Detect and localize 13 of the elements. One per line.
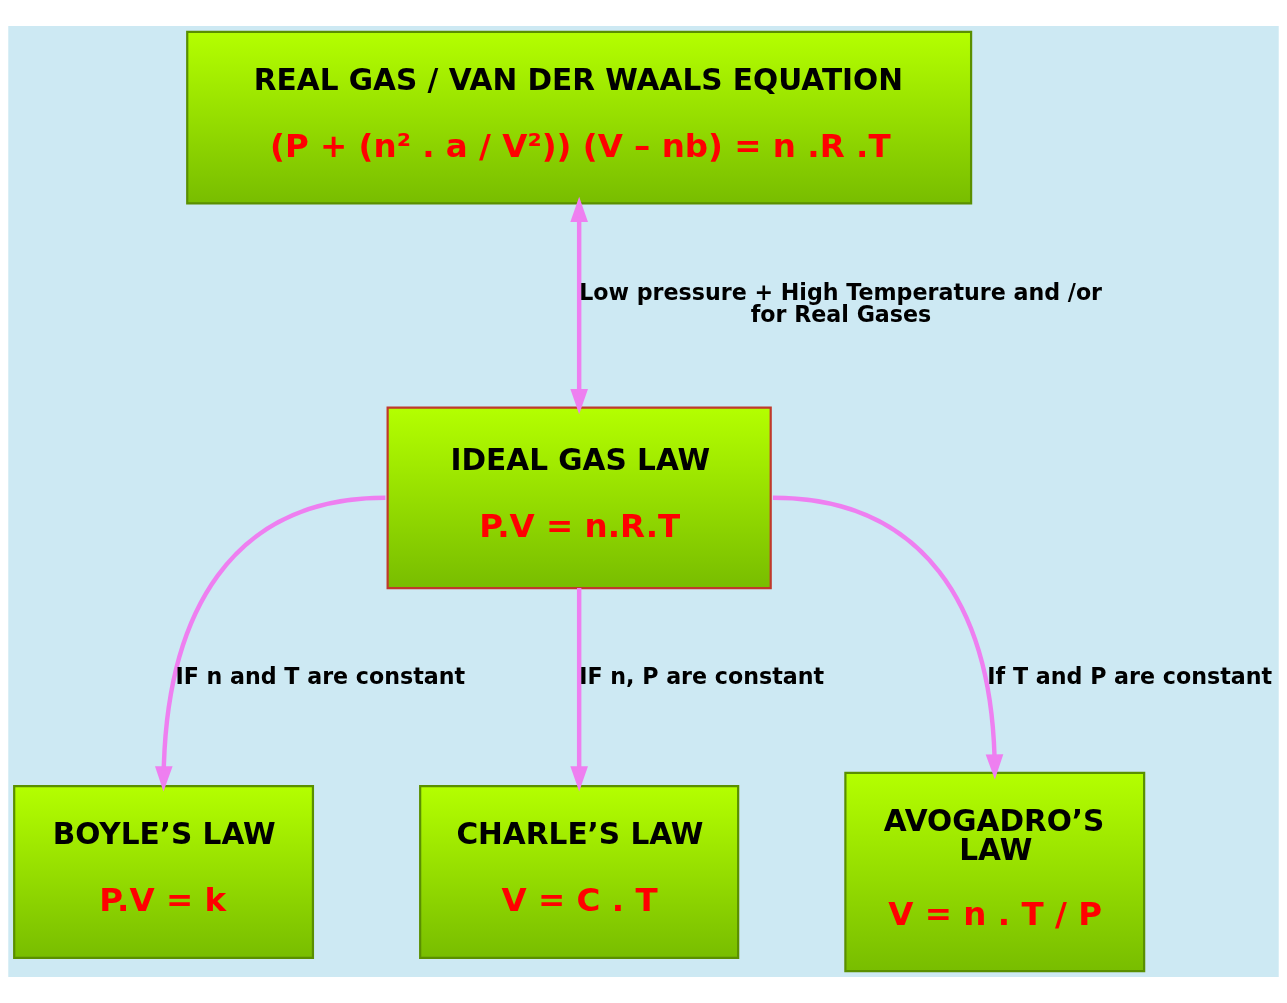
edge-label: IF n and T are constant	[175, 663, 466, 690]
node-box: CHARLE’S LAW V = C . T	[419, 785, 740, 959]
node-box: IDEAL GAS LAW P.V = n.R.T	[386, 406, 772, 590]
node-box: REAL GAS / VAN DER WAALS EQUATION (P + (n² . a / V²)) (V – nb) = n .R .T	[186, 30, 973, 205]
arrow	[570, 588, 588, 792]
arrow	[155, 495, 386, 792]
arrow	[772, 495, 1004, 780]
edge-label: If T and P are constant	[987, 663, 1273, 690]
arrow	[570, 196, 588, 415]
node-box: AVOGADRO’S LAW V = n . T / P	[844, 771, 1146, 973]
edge-label: IF n, P are constant	[579, 663, 825, 690]
node-box: BOYLE’S LAW P.V = k	[13, 785, 315, 959]
edge-label: Low pressure + High Temperature and /or for Real Gases	[579, 278, 1103, 327]
